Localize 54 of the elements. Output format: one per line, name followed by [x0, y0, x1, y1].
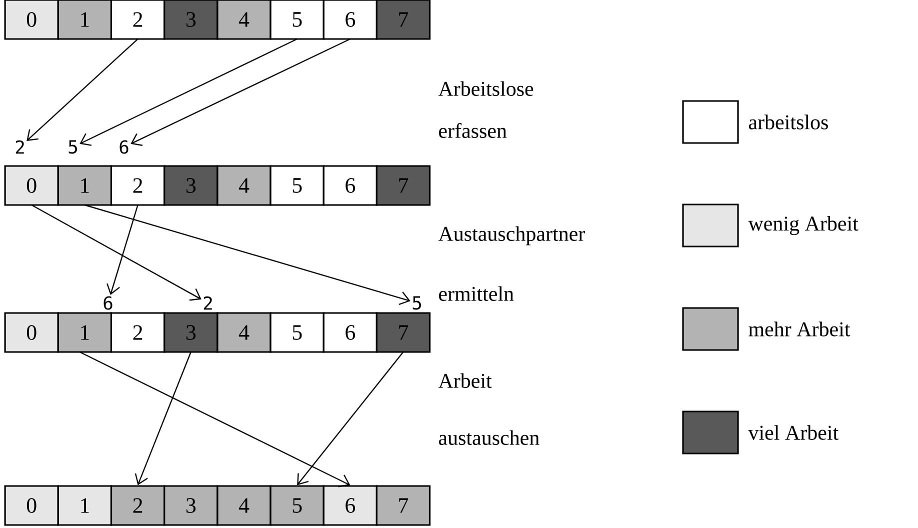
- legend-text: arbeitslos: [748, 114, 828, 130]
- arrow: [80, 38, 298, 146]
- array-cell: 2: [110, 485, 166, 526]
- array-cell: 5: [270, 485, 324, 526]
- arrow: [79, 351, 350, 488]
- array-cell: 2: [110, 0, 166, 40]
- array-cell: 0: [4, 165, 59, 206]
- arrow: [106, 204, 138, 295]
- step-label: Arbeitslose erfassen: [438, 81, 534, 138]
- arrow: [31, 204, 202, 301]
- array-cell: 4: [216, 165, 272, 206]
- array-cell: 0: [4, 485, 59, 526]
- step-label: Austauschpartner ermitteln: [438, 226, 585, 301]
- array-cell: 3: [164, 165, 218, 206]
- array-cell: 6: [322, 312, 378, 353]
- arrow: [134, 352, 192, 486]
- array-cell: 6: [322, 0, 378, 40]
- array-cell: 4: [216, 312, 272, 353]
- index-label: 2: [204, 296, 212, 310]
- array-cell: 0: [4, 0, 59, 40]
- array-cell: 1: [57, 0, 112, 40]
- array-cell: 4: [216, 0, 272, 40]
- array-cell: 4: [216, 485, 272, 526]
- array-cell: 6: [322, 485, 378, 526]
- array-cell: 5: [270, 165, 324, 206]
- array-cell: 2: [110, 165, 166, 206]
- array-cell: 7: [376, 485, 431, 526]
- array-cell: 7: [376, 312, 431, 353]
- index-label: 5: [68, 140, 77, 154]
- index-label: 5: [412, 296, 421, 310]
- array-cell: 7: [376, 0, 431, 40]
- array-cell: 6: [322, 165, 378, 206]
- legend-text: wenig Arbeit: [748, 216, 858, 236]
- array-cell: 3: [164, 485, 218, 526]
- array-cell: 5: [270, 312, 324, 353]
- arrow: [84, 204, 410, 306]
- legend-text: mehr Arbeit: [748, 322, 850, 336]
- index-label: 6: [120, 140, 128, 154]
- legend-text: viel Arbeit: [748, 425, 838, 440]
- array-cell: 3: [164, 0, 218, 40]
- array-cell: 3: [164, 312, 218, 353]
- array-cell: 2: [110, 312, 166, 353]
- array-cell: 7: [376, 165, 431, 206]
- arrow: [130, 38, 350, 146]
- index-label: 6: [104, 296, 112, 310]
- index-label: 2: [16, 140, 24, 154]
- step-label: Arbeit austauschen: [438, 373, 540, 445]
- arrow: [26, 38, 138, 141]
- array-cell: 0: [4, 312, 59, 353]
- array-cell: 1: [57, 485, 112, 526]
- array-cell: 1: [57, 165, 112, 206]
- array-cell: 1: [57, 312, 112, 353]
- array-cell: 5: [270, 0, 324, 40]
- arrow: [297, 352, 404, 486]
